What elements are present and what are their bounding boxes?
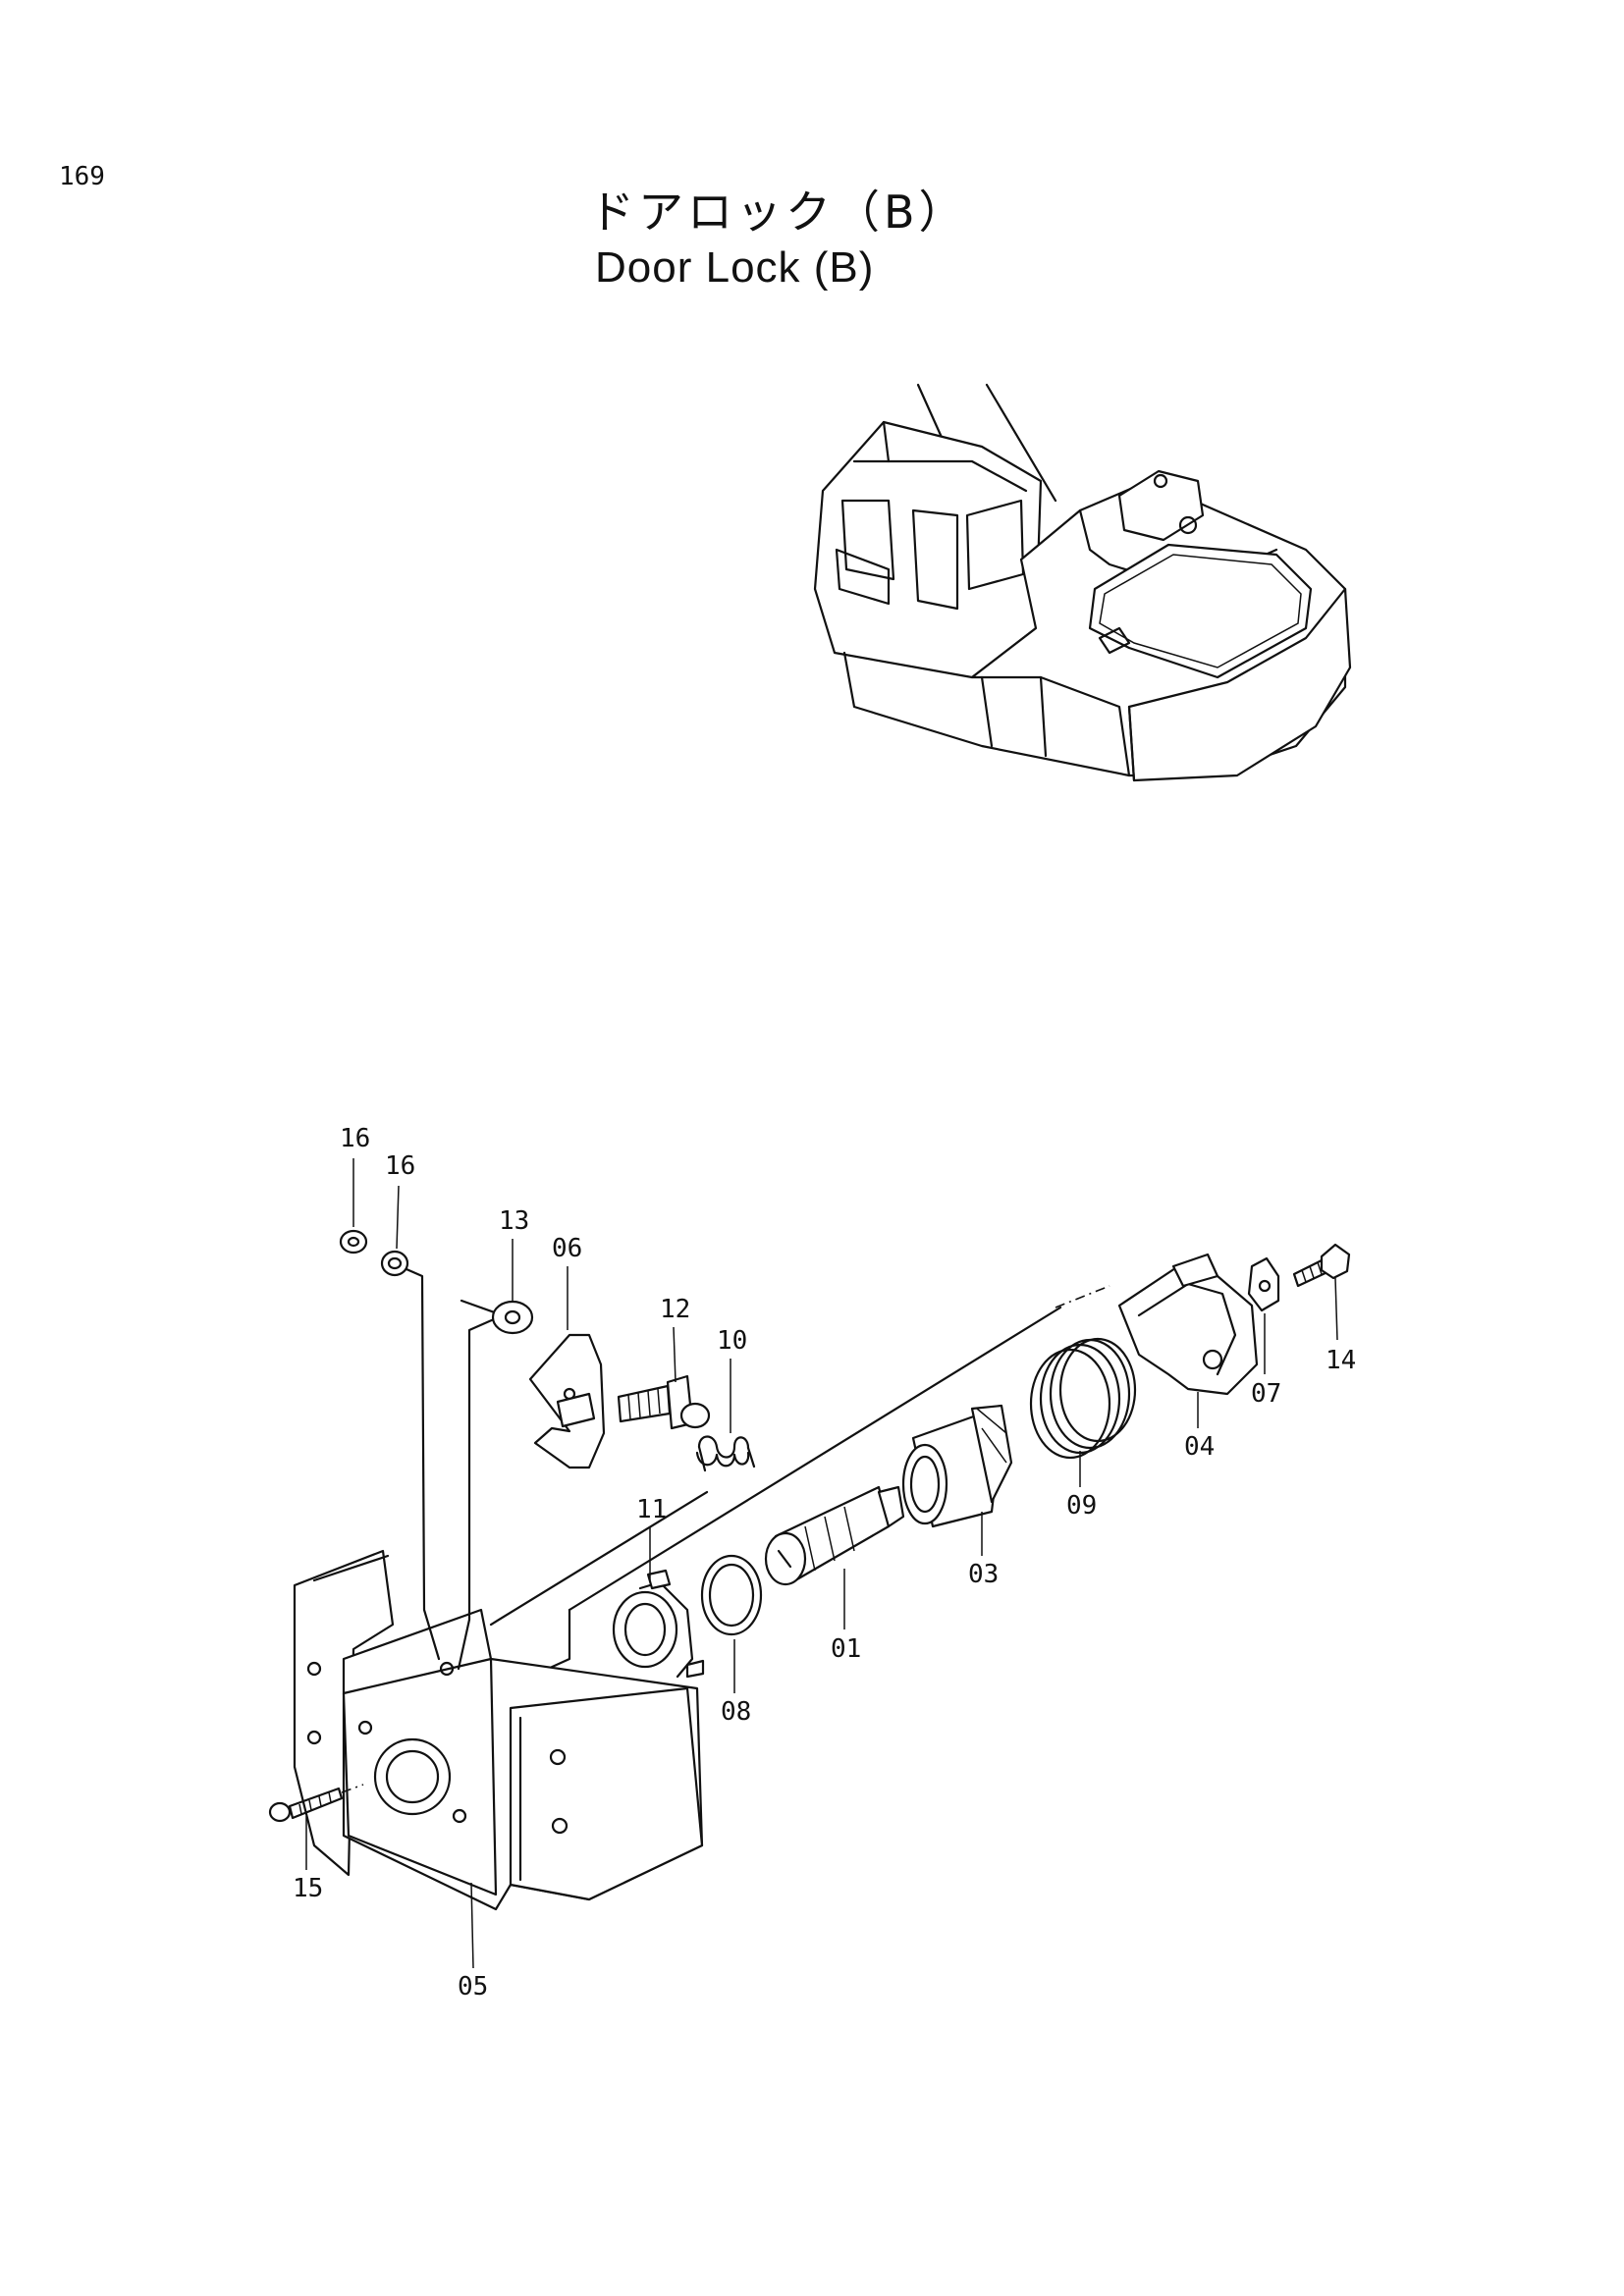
callout-05: 05 bbox=[458, 1972, 488, 2002]
callout-10: 10 bbox=[717, 1326, 747, 1356]
callout-01: 01 bbox=[831, 1634, 861, 1664]
callout-13: 13 bbox=[499, 1206, 529, 1236]
callout-07: 07 bbox=[1251, 1379, 1281, 1409]
cam-plate-06 bbox=[528, 1333, 606, 1469]
lock-cylinder-01 bbox=[764, 1485, 905, 1586]
spring-09 bbox=[1029, 1337, 1137, 1460]
ring-08 bbox=[700, 1554, 763, 1636]
callout-15: 15 bbox=[293, 1874, 323, 1903]
callout-16-a: 16 bbox=[340, 1124, 370, 1153]
screw-15 bbox=[268, 1784, 364, 1823]
spring-10 bbox=[695, 1435, 756, 1472]
page-number: 169 bbox=[59, 162, 105, 191]
callout-09: 09 bbox=[1066, 1491, 1097, 1521]
callout-11: 11 bbox=[636, 1495, 667, 1524]
pin-12 bbox=[617, 1374, 711, 1430]
washer-13 bbox=[491, 1300, 534, 1335]
callout-12: 12 bbox=[660, 1295, 690, 1324]
nut-16-b bbox=[380, 1250, 409, 1277]
housing-03 bbox=[901, 1404, 1013, 1528]
clamp-04 bbox=[1117, 1253, 1259, 1396]
nut-16-a bbox=[339, 1229, 368, 1255]
callout-14: 14 bbox=[1326, 1346, 1356, 1375]
callout-06: 06 bbox=[552, 1234, 582, 1263]
collar-11 bbox=[612, 1569, 705, 1679]
bracket-05 bbox=[293, 1549, 704, 1911]
bolt-14 bbox=[1292, 1243, 1351, 1288]
plate-07 bbox=[1247, 1256, 1280, 1312]
callout-08: 08 bbox=[721, 1697, 751, 1727]
page-title-japanese: ドアロック（B） bbox=[589, 186, 968, 239]
excavator-overview-illustration bbox=[813, 383, 1352, 782]
door-lock-exploded-view: 16 16 13 06 12 10 11 08 01 03 09 04 07 1… bbox=[268, 1124, 1356, 2002]
callout-16-b: 16 bbox=[385, 1151, 415, 1181]
callout-04: 04 bbox=[1184, 1432, 1215, 1462]
callout-03: 03 bbox=[968, 1560, 999, 1589]
page-title-english: Door Lock (B) bbox=[595, 243, 875, 292]
